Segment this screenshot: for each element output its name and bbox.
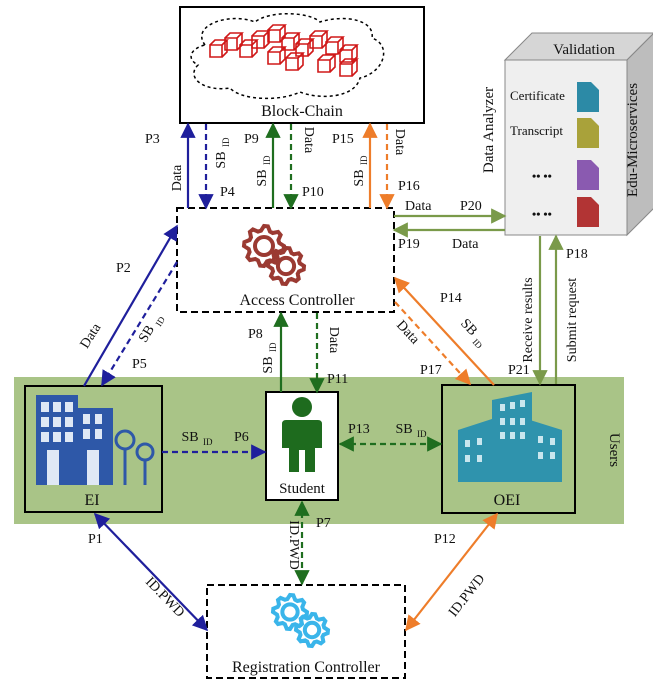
doc-icon-4 [577, 197, 599, 227]
idpwd-label-p1: ID.PWD [142, 575, 187, 621]
path-label-p2: P2 [116, 261, 131, 276]
submit-request-label: Submit request [565, 278, 580, 362]
svg-text:SB: SB [255, 169, 270, 186]
registration-gear-icon [270, 592, 331, 649]
blockchain-icon [209, 24, 359, 77]
svg-text:ID: ID [268, 342, 278, 352]
path-label-p5: P5 [132, 357, 147, 372]
data-label-p3: Data [170, 164, 185, 191]
svg-text:SB: SB [395, 422, 412, 437]
arrow-p2 [83, 224, 178, 387]
sbid-label-p15: SB ID [352, 155, 369, 187]
sbid-label-p4: SB ID [214, 137, 231, 169]
student-icon [282, 397, 322, 472]
path-label-p7: P7 [316, 516, 331, 531]
path-label-p14: P14 [440, 291, 462, 306]
arrow-p12 [405, 512, 498, 632]
arrow-p1 [93, 512, 209, 632]
idpwd-label-p12: ID.PWD [446, 572, 488, 620]
receive-results-label: Receive results [521, 277, 536, 362]
path-label-p11: P11 [327, 372, 348, 387]
svg-text:ID: ID [417, 429, 427, 439]
path-label-p3: P3 [145, 132, 160, 147]
svg-text:SB: SB [457, 316, 480, 339]
data-label-p20: Data [405, 199, 432, 214]
validation-item-more-1: •• •• [532, 169, 552, 183]
path-label-p13: P13 [348, 422, 370, 437]
path-label-p4: P4 [220, 185, 235, 200]
oei-label: OEI [494, 492, 521, 509]
ei-label: EI [84, 492, 99, 509]
sbid-label-p13: SB ID [395, 422, 427, 439]
ei-building-icon [36, 395, 155, 485]
edu-microservices-label: Edu-Microservices [625, 83, 641, 197]
access-gear-icon [241, 223, 307, 287]
path-label-p10: P10 [302, 185, 324, 200]
doc-icon-3 [577, 160, 599, 190]
sbid-label-p6: SB ID [181, 430, 213, 447]
path-label-p17: P17 [420, 363, 442, 378]
path-label-p19: P19 [398, 237, 420, 252]
svg-text:SB: SB [352, 169, 367, 186]
path-label-p16: P16 [398, 179, 420, 194]
svg-text:SB: SB [214, 151, 229, 168]
ei-box [24, 385, 163, 513]
oei-building-icon [458, 392, 562, 482]
validation-item-transcript: Transcript [510, 123, 563, 138]
svg-text:SB: SB [136, 323, 158, 345]
data-label-p10: Data [301, 127, 316, 154]
student-label: Student [279, 481, 326, 497]
sbid-label-p9: SB ID [255, 155, 272, 187]
data-analyzer-label: Data Analyzer [481, 87, 497, 173]
users-label: Users [606, 433, 622, 467]
path-label-p20: P20 [460, 199, 482, 214]
validation-item-more-2: •• •• [532, 207, 552, 221]
registration-controller-label: Registration Controller [232, 659, 381, 676]
sbid-label-p8: SB ID [261, 342, 278, 374]
blockchain-label: Block-Chain [261, 103, 343, 120]
data-label-p16: Data [392, 129, 407, 156]
path-label-p8: P8 [248, 327, 263, 342]
path-label-p18: P18 [566, 247, 588, 262]
data-label-p17: Data [393, 318, 423, 348]
svg-text:ID: ID [470, 337, 484, 351]
path-label-p1: P1 [88, 532, 103, 547]
certificate-doc-icon [577, 82, 599, 112]
path-label-p21: P21 [508, 363, 530, 378]
svg-text:ID: ID [203, 437, 213, 447]
path-label-p12: P12 [434, 532, 456, 547]
arrow-p14 [393, 276, 495, 386]
arrow-p5 [101, 261, 178, 387]
access-controller-label: Access Controller [239, 292, 355, 309]
svg-text:SB: SB [181, 430, 198, 445]
svg-text:ID: ID [262, 155, 272, 165]
validation-box [503, 32, 653, 237]
idpwd-label-p7: ID.PWD [286, 520, 301, 569]
svg-text:ID: ID [221, 137, 231, 147]
svg-text:ID: ID [153, 314, 167, 328]
path-label-p9: P9 [244, 132, 259, 147]
data-label-p19: Data [452, 237, 479, 252]
validation-item-certificate: Certificate [510, 88, 565, 103]
path-label-p6: P6 [234, 430, 249, 445]
validation-label: Validation [553, 42, 615, 58]
access-controller-box [176, 207, 395, 313]
data-label-p11: Data [326, 327, 341, 354]
path-label-p15: P15 [332, 132, 354, 147]
svg-text:ID: ID [359, 155, 369, 165]
data-label-p2: Data [78, 320, 105, 351]
svg-text:SB: SB [261, 356, 276, 373]
transcript-doc-icon [577, 118, 599, 148]
arrow-p17 [394, 301, 472, 386]
